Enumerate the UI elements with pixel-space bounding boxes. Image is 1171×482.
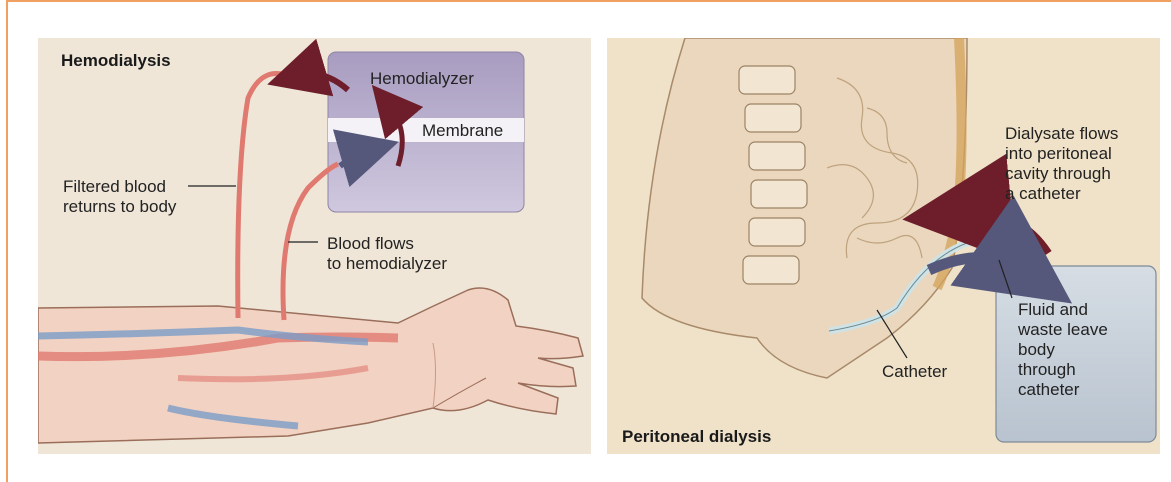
peritoneal-panel: Peritoneal dialysis Dialysate flows into… [607, 38, 1160, 454]
peritoneal-title: Peritoneal dialysis [622, 427, 771, 447]
hemodialysis-panel: Hemodialysis Hemodialyzer Membrane Filte… [38, 38, 591, 454]
hemodialysis-illustration [38, 38, 591, 454]
hemodialyzer-label: Hemodialyzer [370, 69, 474, 89]
catheter-label: Catheter [882, 362, 947, 382]
outflow-arrow [929, 257, 1027, 272]
forearm [38, 288, 583, 443]
blood-flows-label: Blood flows to hemodialyzer [327, 234, 447, 274]
hemodialysis-title: Hemodialysis [61, 51, 171, 71]
inflow-arrow [957, 213, 1047, 254]
dialysate-label: Dialysate flows into peritoneal cavity t… [1005, 124, 1118, 204]
torso-outline [642, 38, 967, 378]
fluid-waste-label: Fluid and waste leave body through cathe… [1018, 300, 1108, 400]
filtered-blood-label: Filtered blood returns to body [63, 177, 176, 217]
membrane-label: Membrane [422, 121, 503, 141]
